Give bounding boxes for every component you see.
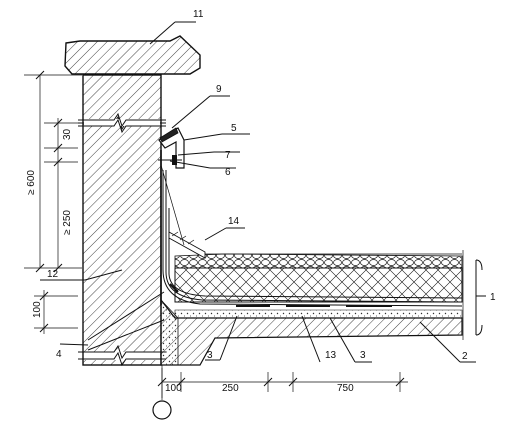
parapet-wall [82,74,162,366]
dim-100-horizontal: 100 [165,383,182,394]
dim-100-vertical: 100 [32,301,43,318]
dim-250-horizontal: 250 [222,383,239,394]
callout-4: 4 [56,349,62,360]
callout-13: 13 [325,350,337,361]
screed-fill [160,298,179,366]
axis-marker [152,400,172,420]
dim-600: ≥ 600 [26,170,37,195]
screed-layer [174,309,463,319]
callout-6: 6 [225,167,231,178]
dim-250-vertical: ≥ 250 [62,210,73,235]
membrane-layers [162,170,463,307]
callout-5: 5 [231,123,237,134]
leader-lines [40,21,486,363]
protective-screen [168,231,206,259]
callout-14: 14 [228,216,240,227]
coping-stone [64,35,201,75]
callout-7: 7 [225,150,231,161]
gravel-ballast [174,253,463,269]
callout-3-right: 3 [360,350,366,361]
callout-1: 1 [490,292,496,303]
callout-2: 2 [462,351,468,362]
dim-30: 30 [62,128,73,140]
callout-3-left: 3 [207,350,213,361]
dim-750: 750 [337,383,354,394]
sealant [159,127,179,143]
callout-9: 9 [216,84,222,95]
callout-12: 12 [47,269,59,280]
wall-break-line-bottom [78,344,166,360]
callout-11: 11 [193,9,204,20]
